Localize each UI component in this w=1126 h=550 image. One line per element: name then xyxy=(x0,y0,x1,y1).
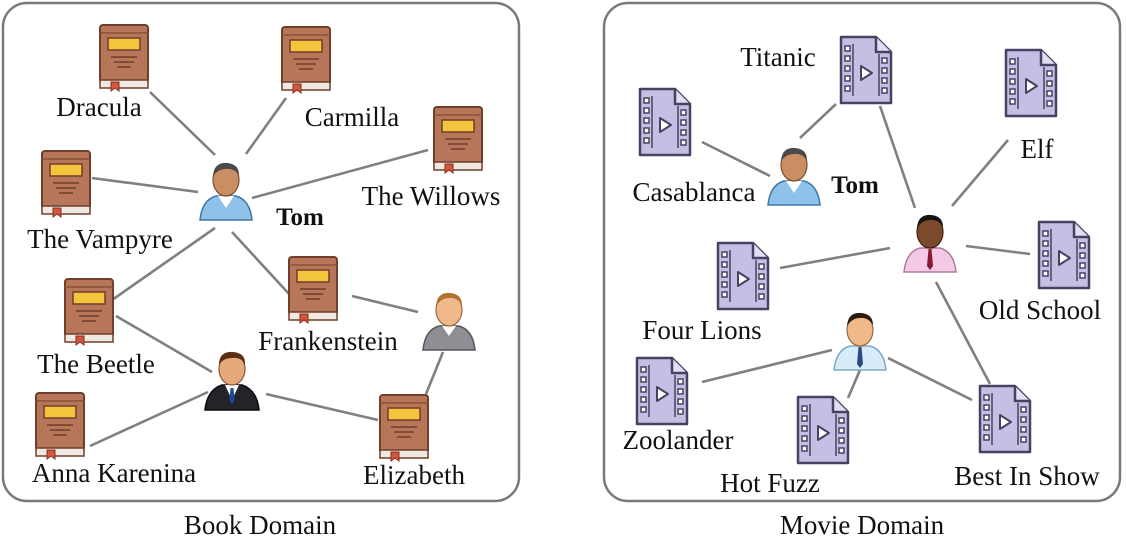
film-icon xyxy=(716,241,770,311)
movie-node-hotfuzz: Hot Fuzz xyxy=(720,395,850,498)
edge-tom-frankenstein xyxy=(231,231,291,296)
book-icon xyxy=(433,106,483,174)
movie-node-zoolander: Zoolander xyxy=(623,356,734,455)
node-label: Old School xyxy=(979,295,1101,325)
movie-node-fourlions: Four Lions xyxy=(642,241,770,345)
edge-u_blue-zoolander xyxy=(701,348,833,384)
movie-node-titanic: Titanic xyxy=(740,35,893,105)
node-label: The Beetle xyxy=(37,349,155,379)
film-icon xyxy=(978,384,1032,454)
edge-u_pink-titanic xyxy=(878,105,917,209)
user-node-tom2: Tom xyxy=(767,147,879,206)
edge-u_suit-elizabeth xyxy=(265,392,379,422)
edge-u_gray-elizabeth xyxy=(424,351,445,395)
node-label: Four Lions xyxy=(642,315,761,345)
user-label: Tom xyxy=(831,172,879,199)
edge-tom2-casablanca xyxy=(701,140,771,178)
book-icon xyxy=(281,26,331,94)
edge-tom-carmilla xyxy=(244,97,288,155)
book-icon xyxy=(288,256,338,324)
edge-u_pink-oldschool xyxy=(965,244,1031,256)
edge-tom-beetle xyxy=(111,226,216,302)
film-icon xyxy=(1004,48,1058,118)
node-label: Elizabeth xyxy=(363,460,465,490)
edge-u_pink-elf xyxy=(951,139,1009,207)
node-label: The Vampyre xyxy=(27,224,173,254)
node-label: Zoolander xyxy=(623,425,734,455)
book-icon xyxy=(379,394,429,462)
movie-domain-caption: Movie Domain xyxy=(780,510,945,540)
user-label: Tom xyxy=(276,204,324,231)
movie-node-casablanca: Casablanca xyxy=(633,87,756,207)
node-label: Casablanca xyxy=(633,177,756,207)
node-label: Best In Show xyxy=(954,461,1100,491)
movie-node-elf: Elf xyxy=(1004,48,1058,164)
book-node-beetle: The Beetle xyxy=(37,278,155,379)
node-label: Elf xyxy=(1021,134,1054,164)
book-node-vampyre: The Vampyre xyxy=(27,150,173,254)
film-icon xyxy=(839,35,893,105)
edge-u_pink-fourlions xyxy=(779,246,891,270)
book-icon xyxy=(64,278,114,346)
book-icon xyxy=(41,150,91,218)
edge-u_gray-frankenstein xyxy=(351,294,419,314)
film-icon xyxy=(1037,220,1091,290)
book-icon xyxy=(99,24,149,92)
book-domain-panel xyxy=(1,1,521,503)
book-node-frankenstein: Frankenstein xyxy=(258,256,398,356)
book-node-elizabeth: Elizabeth xyxy=(363,394,465,490)
node-label: Carmilla xyxy=(305,102,399,132)
film-icon xyxy=(796,395,850,465)
edge-u_blue-bestinshow xyxy=(887,356,973,402)
edges-layer xyxy=(89,91,1031,448)
node-label: Anna Karenina xyxy=(32,458,196,488)
node-label: Titanic xyxy=(740,42,816,72)
edge-tom-vampyre xyxy=(91,176,199,194)
book-node-dracula: Dracula xyxy=(56,24,149,122)
edge-u_blue-hotfuzz xyxy=(846,369,862,399)
node-label: The Willows xyxy=(362,181,501,211)
film-icon xyxy=(638,87,692,157)
edge-tom2-titanic xyxy=(799,103,837,139)
edge-u_pink-bestinshow xyxy=(934,281,992,385)
book-node-willows: The Willows xyxy=(362,106,501,211)
movie-node-oldschool: Old School xyxy=(979,220,1101,325)
book-node-carmilla: Carmilla xyxy=(281,26,399,132)
book-domain-caption: Book Domain xyxy=(184,510,337,540)
node-label: Hot Fuzz xyxy=(720,468,820,498)
edge-u_suit-anna xyxy=(89,390,209,448)
edge-tom-dracula xyxy=(149,91,216,156)
edge-tom-willows xyxy=(251,148,429,200)
book-node-anna: Anna Karenina xyxy=(32,392,196,488)
movie-node-bestinshow: Best In Show xyxy=(954,384,1100,491)
film-icon xyxy=(635,356,689,426)
book-icon xyxy=(35,392,85,460)
node-label: Dracula xyxy=(56,92,141,122)
node-label: Frankenstein xyxy=(258,326,398,356)
user-node-tom: Tom xyxy=(199,162,324,231)
edge-u_suit-beetle xyxy=(115,314,213,374)
